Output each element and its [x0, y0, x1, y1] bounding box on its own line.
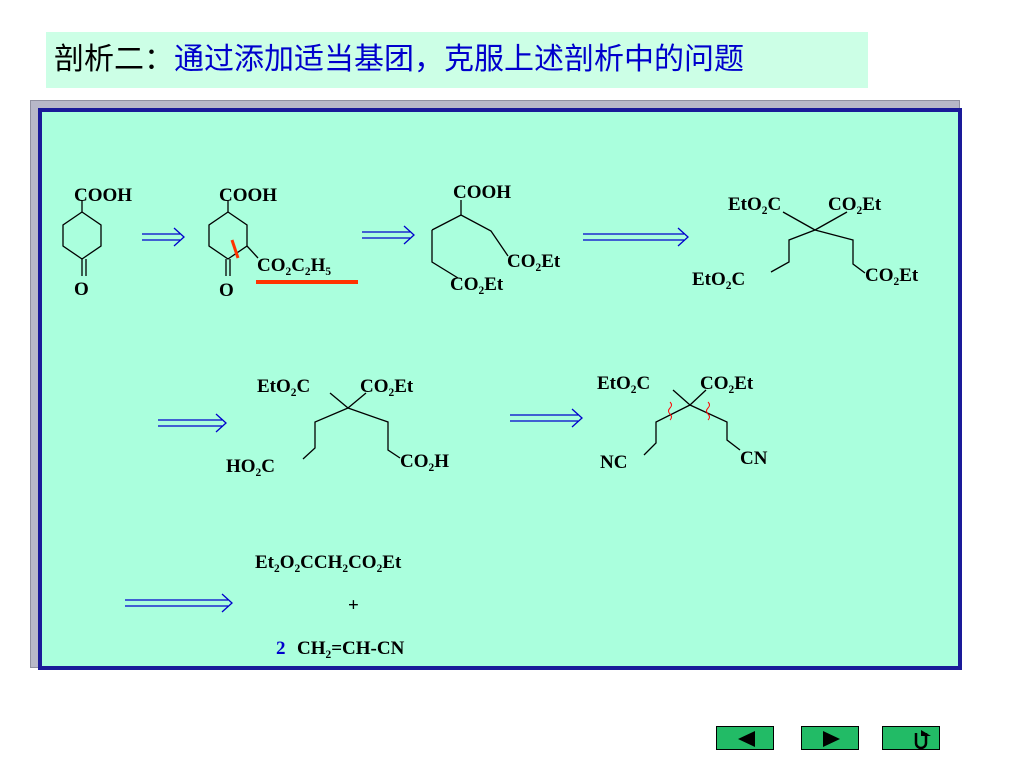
m2-cooh: COOH: [219, 185, 277, 206]
next-slide-button[interactable]: [801, 726, 859, 750]
return-arrow-icon: [914, 730, 931, 750]
m2-substituent: CO₂C₂H₅: [257, 255, 331, 276]
m1-oxo: O: [74, 279, 89, 300]
title-prefix: 剖析二：: [54, 42, 174, 77]
retro-arrow-3: [583, 227, 689, 247]
m5-top-right: CO₂Et: [360, 376, 414, 397]
m2-oxo: O: [219, 280, 234, 301]
m6-bottom-left: NC: [600, 452, 627, 473]
m4-bottom-left: EtO₂C: [692, 269, 745, 290]
wavy-cut-right: [706, 401, 710, 421]
wavy-cut-left: [668, 401, 672, 421]
m3-ester-right: CO₂Et: [507, 251, 561, 272]
retro-arrow-6: [125, 593, 233, 613]
retro-arrow-2: [362, 225, 415, 245]
slide-title: 剖析二：通过添加适当基团，克服上述剖析中的问题: [54, 38, 744, 82]
m1-cooh: COOH: [74, 185, 132, 206]
m5-bottom-right: CO₂H: [400, 451, 449, 472]
retro-arrow-5: [510, 408, 583, 428]
reagent-acrylonitrile: CH₂=CH-CN: [297, 638, 405, 659]
substituent-underline: [256, 280, 358, 284]
m2-ring: [208, 211, 248, 260]
retro-arrow-1: [142, 227, 185, 247]
m5-bottom-left: HO₂C: [226, 456, 275, 477]
m4-top-left: EtO₂C: [728, 194, 781, 215]
m1-ring: [62, 211, 102, 260]
reagent-malonate: Et₂O₂CCH₂CO₂Et: [255, 552, 402, 573]
m4-bottom-right: CO₂Et: [865, 265, 919, 286]
m3-cooh: COOH: [453, 182, 511, 203]
return-button[interactable]: [882, 726, 940, 750]
retro-arrow-4: [158, 413, 227, 433]
m6-bottom-right: CN: [740, 448, 768, 469]
left-triangle-icon: [738, 731, 755, 747]
reagent-coefficient: 2: [276, 638, 286, 659]
reagent-plus: +: [348, 595, 359, 616]
title-text: 通过添加适当基团，克服上述剖析中的问题: [174, 42, 744, 77]
prev-slide-button[interactable]: [716, 726, 774, 750]
disconnection-slash: [230, 239, 240, 259]
right-triangle-icon: [823, 731, 840, 747]
m6-top-left: EtO₂C: [597, 373, 650, 394]
m3-ester-bottom: CO₂Et: [450, 274, 504, 295]
m6-top-right: CO₂Et: [700, 373, 754, 394]
title-bar: [46, 32, 868, 88]
m4-top-right: CO₂Et: [828, 194, 882, 215]
scheme-panel: [38, 108, 962, 670]
m5-top-left: EtO₂C: [257, 376, 310, 397]
